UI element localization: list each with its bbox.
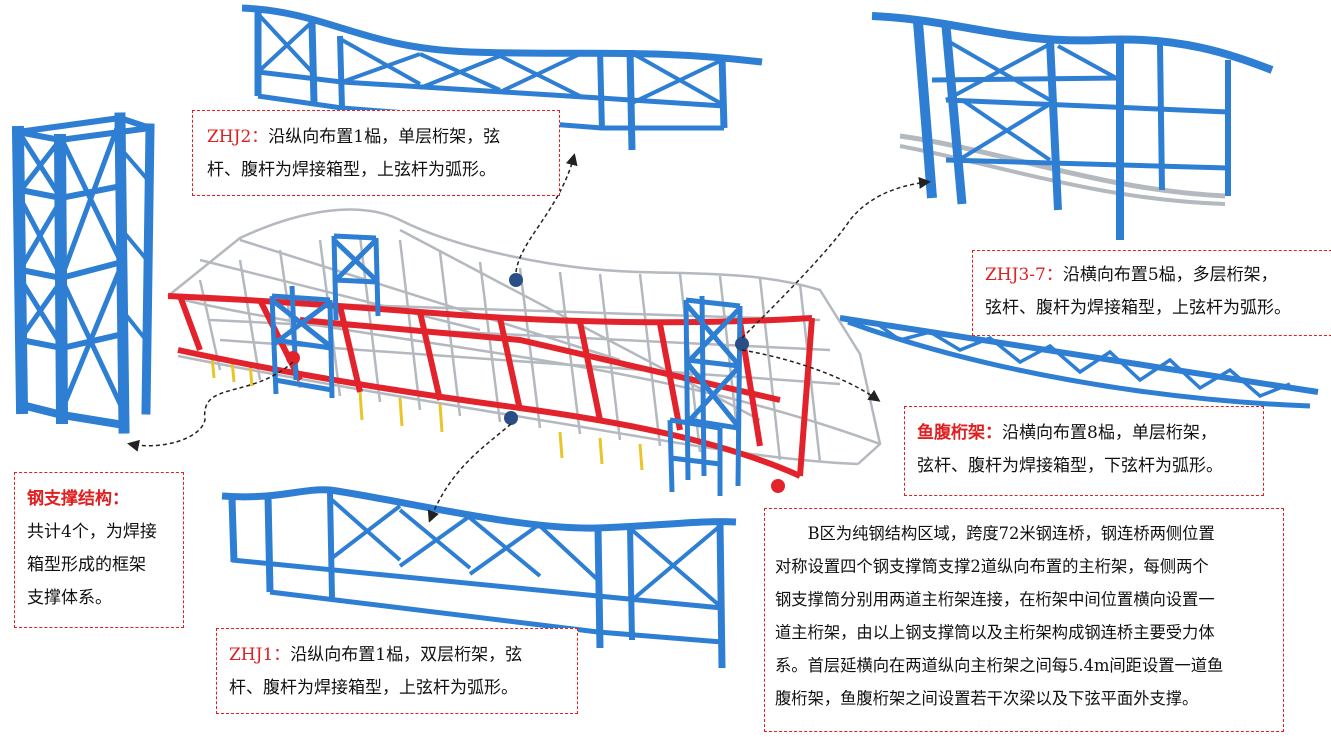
callout-zhj2: ZHJ2：沿纵向布置1榀，单层桁架，弦 杆、腹杆为焊接箱型，上弦杆为弧形。	[192, 110, 560, 196]
main-steel-bridge-model	[167, 208, 882, 496]
callout-zhj3-7: ZHJ3-7：沿横向布置5榀，多层桁架， 弦杆、腹杆为焊接箱型，上弦杆为弧形。	[972, 250, 1331, 336]
zhj2-truss	[241, 4, 763, 151]
description-line-4: 道主桁架，由以上钢支撑筒以及主桁架构成钢连桥主要受力体	[775, 623, 1215, 642]
description-line-2: 对称设置四个钢支撑筒支撑2道纵向布置的主桁架，每侧两个	[775, 557, 1209, 576]
callout-zhj2-text-1: 沿纵向布置1榀，单层桁架，弦	[268, 127, 501, 147]
callout-fish-belly-truss: 鱼腹桁架：沿横向布置8榀，单层桁架， 弦杆、腹杆为焊接箱型，下弦杆为弧形。	[904, 406, 1264, 496]
callout-fish-belly-truss-title: 鱼腹桁架：	[917, 423, 1002, 443]
fish-belly-truss	[839, 315, 1319, 409]
marker-dot-blue	[504, 411, 518, 425]
zhj3-7-truss	[871, 12, 1274, 240]
callout-zhj3-7-text-2: 弦杆、腹杆为焊接箱型，上弦杆为弧形。	[985, 298, 1291, 318]
leader-arrow-fish	[741, 349, 881, 402]
callout-zhj1-text-2: 杆、腹杆为焊接箱型，上弦杆为弧形。	[229, 678, 518, 698]
marker-dot-blue	[735, 337, 749, 351]
callout-steel-support-line-1: 共计4个，为焊接	[27, 522, 157, 542]
marker-dot-red	[286, 351, 300, 365]
description-line-3: 钢支撑筒分别用两道主桁架连接，在桁架中间位置横向设置一	[775, 590, 1215, 609]
leader-arrow-support	[127, 361, 294, 452]
callout-zhj3-7-title: ZHJ3-7：	[985, 265, 1063, 285]
callout-steel-support-line-2: 箱型形成的框架	[27, 555, 146, 575]
callout-zhj2-title: ZHJ2：	[207, 127, 269, 147]
callout-zhj2-text-2: 杆、腹杆为焊接箱型，上弦杆为弧形。	[207, 160, 496, 180]
leader-arrow-zhj3-7	[741, 176, 931, 339]
steel-support-tower	[11, 112, 155, 434]
callout-steel-support-line-3: 支撑体系。	[27, 588, 112, 608]
callout-zhj3-7-text-1: 沿横向布置5榀，多层桁架，	[1062, 265, 1278, 285]
leader-arrow-zhj2	[515, 153, 578, 273]
leader-arrows	[127, 153, 931, 523]
callout-zhj1-text-1: 沿纵向布置1榀，双层桁架，弦	[290, 645, 523, 665]
description-line-5: 系。首层延横向在两道纵向主桁架之间每5.4m间距设置一道鱼	[775, 656, 1224, 675]
description-line-6: 腹桁架，鱼腹桁架之间设置若干次梁以及下弦平面外支撑。	[775, 689, 1199, 708]
zhj1-truss	[221, 486, 737, 669]
callout-steel-support-title: 钢支撑结构：	[27, 489, 129, 509]
callout-zhj1-title: ZHJ1：	[229, 645, 291, 665]
callout-description: B区为纯钢结构区域，跨度72米钢连桥，钢连桥两侧位置 对称设置四个钢支撑筒支撑2…	[764, 508, 1284, 732]
marker-dot-blue	[509, 273, 523, 287]
callout-fish-belly-truss-text-2: 弦杆、腹杆为焊接箱型，下弦杆为弧形。	[917, 456, 1223, 476]
callout-steel-support: 钢支撑结构： 共计4个，为焊接 箱型形成的框架 支撑体系。	[14, 472, 184, 628]
callout-fish-belly-truss-text-1: 沿横向布置8榀，单层桁架，	[1002, 423, 1217, 443]
callout-zhj1: ZHJ1：沿纵向布置1榀，双层桁架，弦 杆、腹杆为焊接箱型，上弦杆为弧形。	[216, 628, 578, 714]
marker-dot-red	[771, 479, 785, 493]
leader-arrow-zhj1	[427, 423, 512, 523]
description-line-1: B区为纯钢结构区域，跨度72米钢连桥，钢连桥两侧位置	[807, 524, 1215, 543]
